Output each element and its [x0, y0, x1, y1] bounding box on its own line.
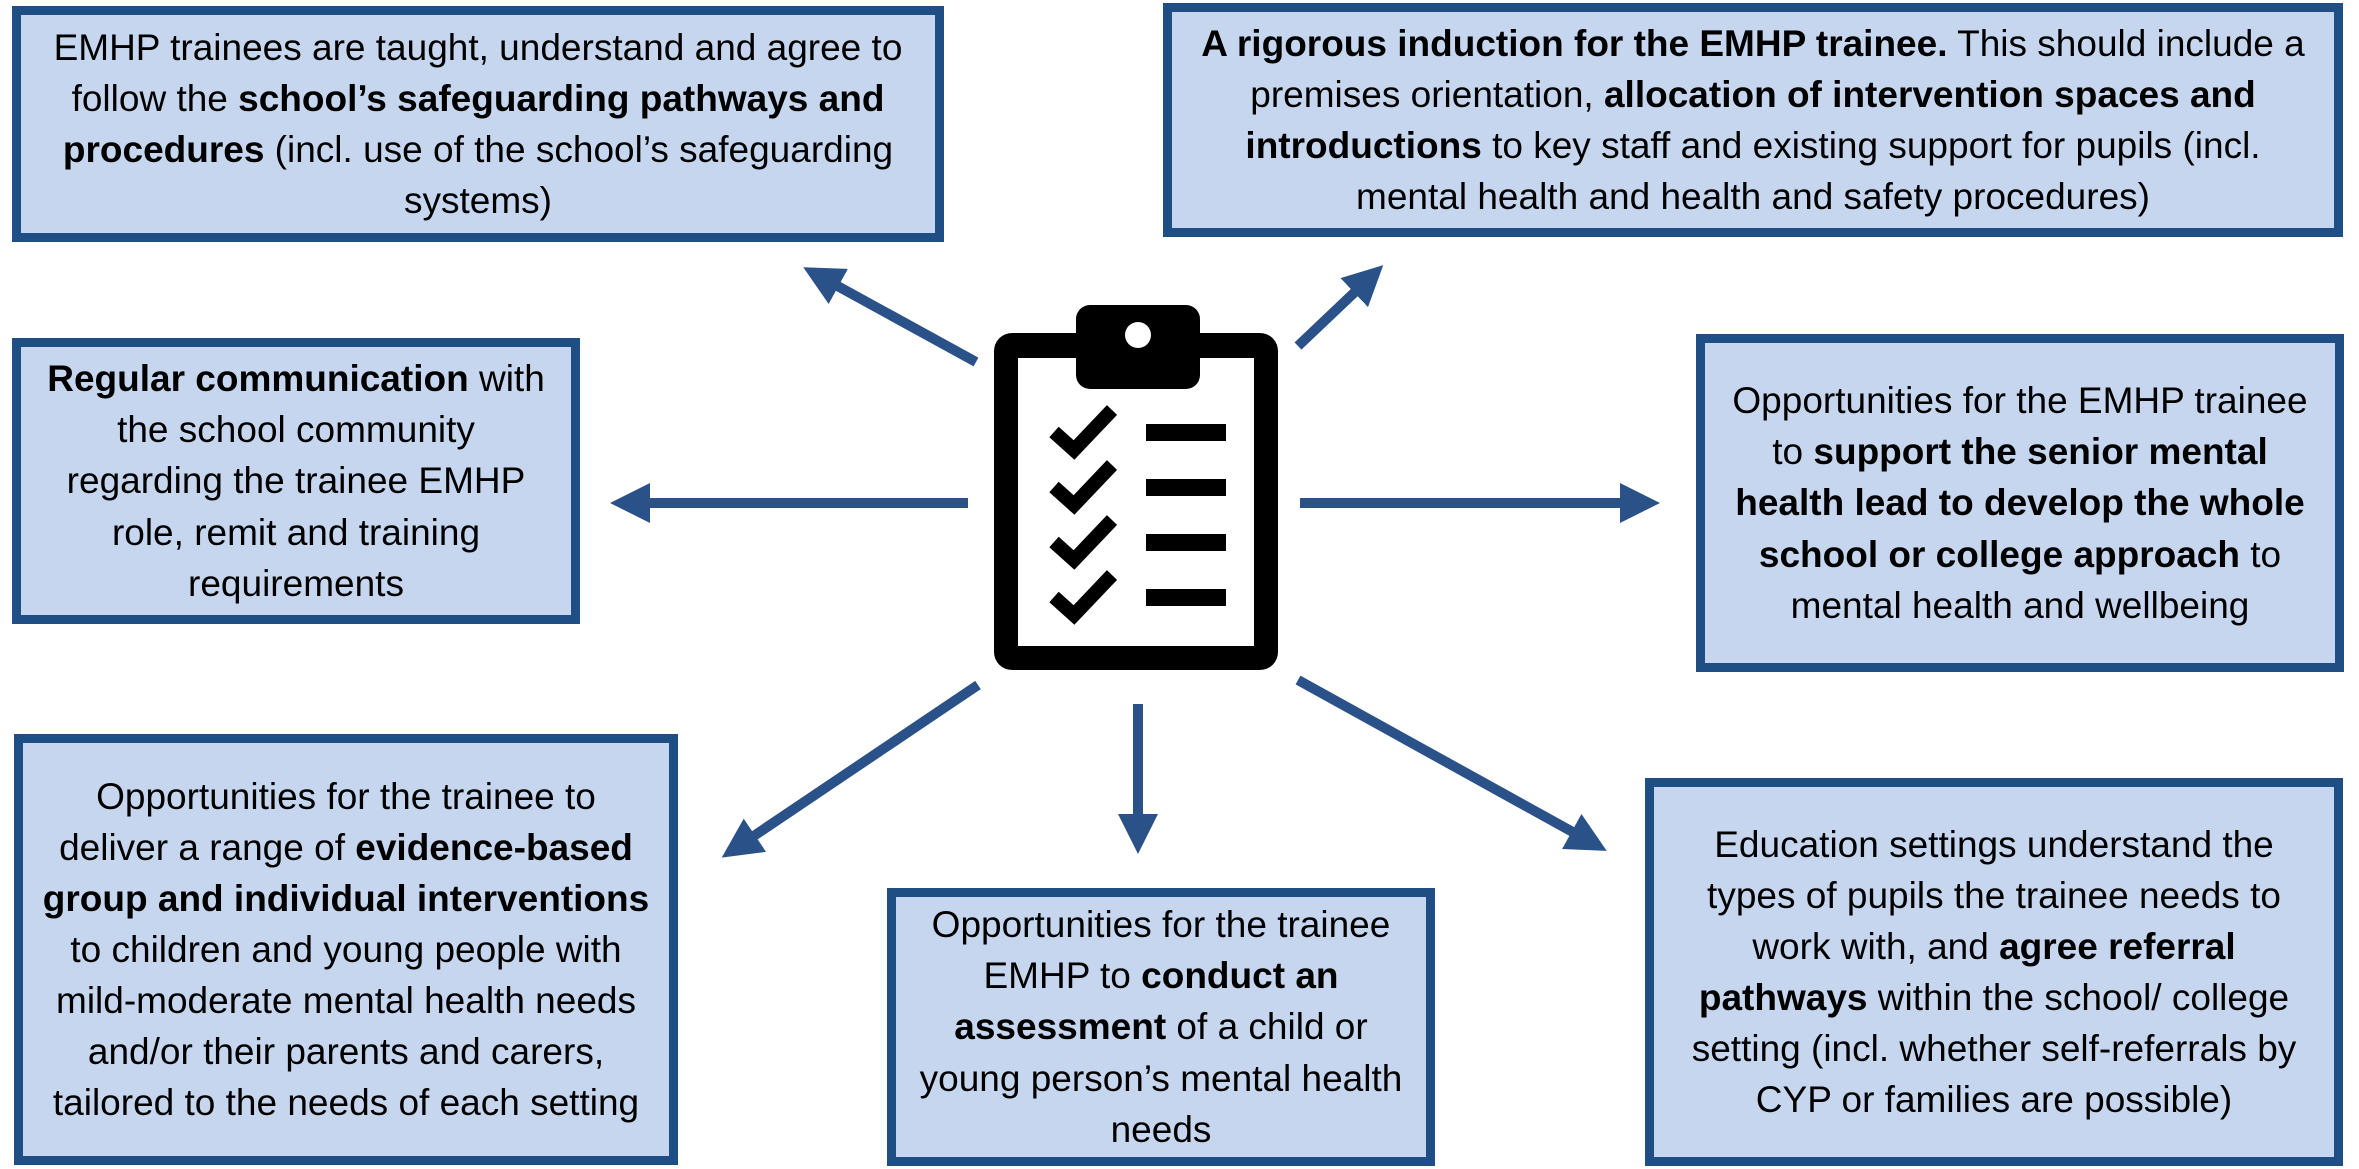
text-segment: to children and young people with mild-m… — [52, 928, 640, 1124]
assessment-text: Opportunities for the trainee EMHP to co… — [914, 899, 1408, 1154]
text-segment: Opportunities for the EMHP trainee to — [1732, 380, 2308, 473]
arrow-icon — [1295, 675, 1607, 851]
bold-text-segment: conduct an assessment — [954, 955, 1339, 1048]
arrow-icon — [803, 267, 979, 367]
safeguarding-text: EMHP trainees are taught, understand and… — [39, 22, 917, 226]
referral-box: Education settings understand the types … — [1645, 778, 2343, 1166]
text-segment: (incl. use of the school’s safeguarding … — [264, 129, 894, 222]
text-segment: within the school/ college setting (incl… — [1691, 977, 2297, 1121]
bold-text-segment: evidence-based group and individual inte… — [42, 826, 650, 919]
communication-box: Regular communication with the school co… — [12, 338, 580, 624]
text-segment: of a child or young person’s mental heal… — [919, 1006, 1403, 1150]
text-segment: Education settings understand the types … — [1707, 823, 2281, 967]
bold-text-segment: A rigorous induction for the EMHP traine… — [1201, 22, 1948, 64]
text-segment: This should include a premises orientati… — [1250, 22, 2305, 115]
senior-lead-box: Opportunities for the EMHP trainee to su… — [1696, 334, 2344, 672]
text-segment: with the school community regarding the … — [66, 358, 545, 604]
text-segment: EMHP trainees are taught, understand and… — [53, 26, 903, 119]
bold-text-segment: support the senior mental health lead to… — [1735, 431, 2305, 575]
clipboard-checklist-icon — [994, 305, 1278, 670]
bold-text-segment: allocation of intervention spaces and in… — [1245, 73, 2256, 166]
arrow-icon — [721, 680, 981, 858]
senior-lead-text: Opportunities for the EMHP trainee to su… — [1723, 375, 2317, 630]
assessment-box: Opportunities for the trainee EMHP to co… — [887, 888, 1435, 1166]
text-segment: to key staff and existing support for pu… — [1356, 125, 2261, 218]
text-segment: to mental health and wellbeing — [1790, 533, 2282, 626]
interventions-box: Opportunities for the trainee to deliver… — [14, 734, 678, 1165]
induction-box: A rigorous induction for the EMHP traine… — [1163, 3, 2343, 237]
arrow-icon — [1294, 265, 1384, 350]
bold-text-segment: Regular communication — [47, 358, 469, 400]
text-segment: Opportunities for the trainee to deliver… — [59, 775, 596, 868]
bold-text-segment: agree referral pathways — [1698, 925, 2236, 1018]
safeguarding-box: EMHP trainees are taught, understand and… — [12, 6, 944, 242]
text-segment: Opportunities for the trainee EMHP to — [931, 904, 1391, 997]
interventions-text: Opportunities for the trainee to deliver… — [41, 771, 651, 1128]
referral-text: Education settings understand the types … — [1672, 819, 2316, 1125]
bold-text-segment: school’s safeguarding pathways and proce… — [62, 77, 885, 170]
induction-text: A rigorous induction for the EMHP traine… — [1190, 18, 2316, 222]
communication-text: Regular communication with the school co… — [39, 353, 553, 608]
